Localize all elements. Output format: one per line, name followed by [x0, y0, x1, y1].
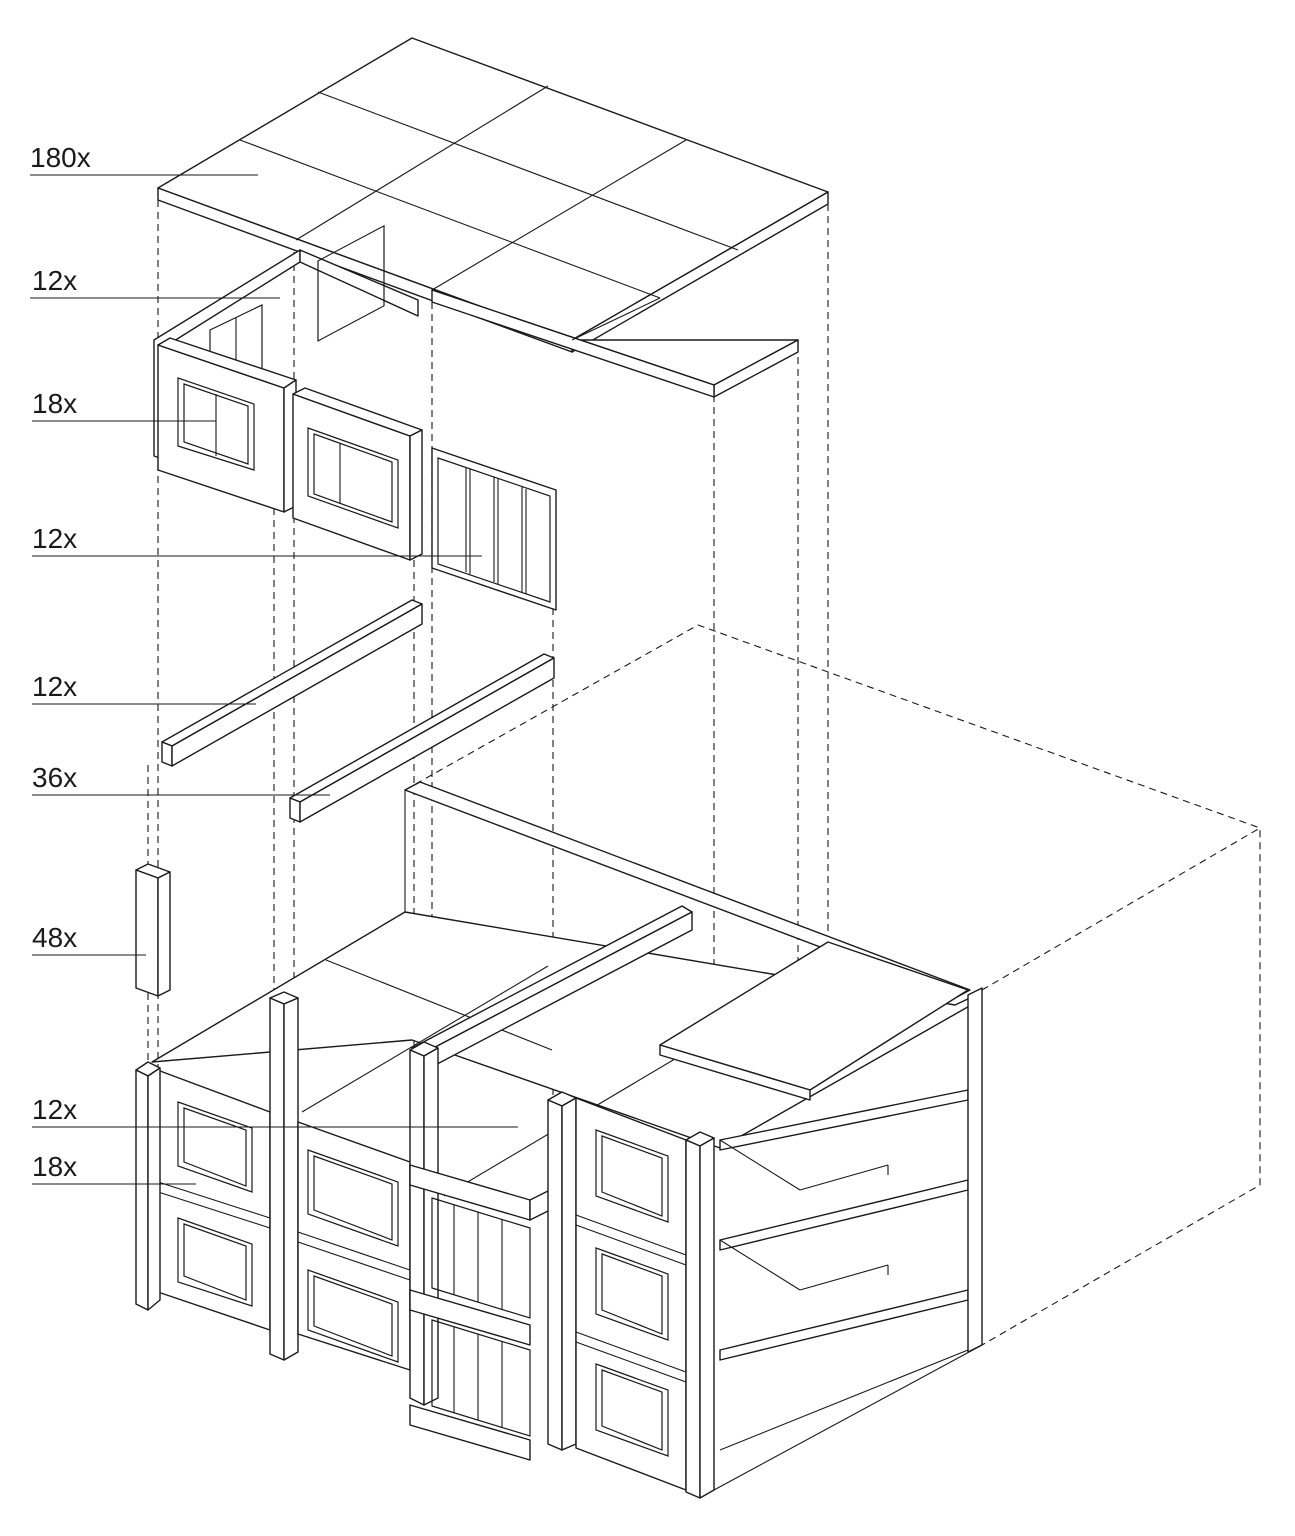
label-columns: 48x: [32, 922, 77, 953]
balcony-glazing-unit: [431, 447, 557, 611]
lower-building: [135, 781, 983, 1499]
label-upper-wall-panels: 12x: [32, 265, 77, 296]
quantity-labels: 180x 12x 18x 12x 12x 36x 48x 12x 18x: [30, 142, 518, 1185]
label-balcony-glazing-units: 12x: [32, 523, 77, 554]
window-wall-panel-upper-left: [157, 337, 297, 513]
label-short-beams: 36x: [32, 762, 77, 793]
roof-slab-lower-tier: [431, 289, 799, 398]
long-beam: [161, 599, 423, 767]
label-window-wall-panels: 18x: [32, 388, 77, 419]
label-roof-slab-tiles: 180x: [30, 142, 91, 173]
roof-slab: [157, 37, 829, 353]
label-floor-slab-modules: 12x: [32, 1094, 77, 1125]
column: [135, 863, 171, 997]
label-long-beams: 12x: [32, 671, 77, 702]
window-wall-panel-upper-middle: [292, 387, 423, 561]
label-facade-window-panels: 18x: [32, 1151, 77, 1182]
short-beam: [289, 653, 555, 823]
